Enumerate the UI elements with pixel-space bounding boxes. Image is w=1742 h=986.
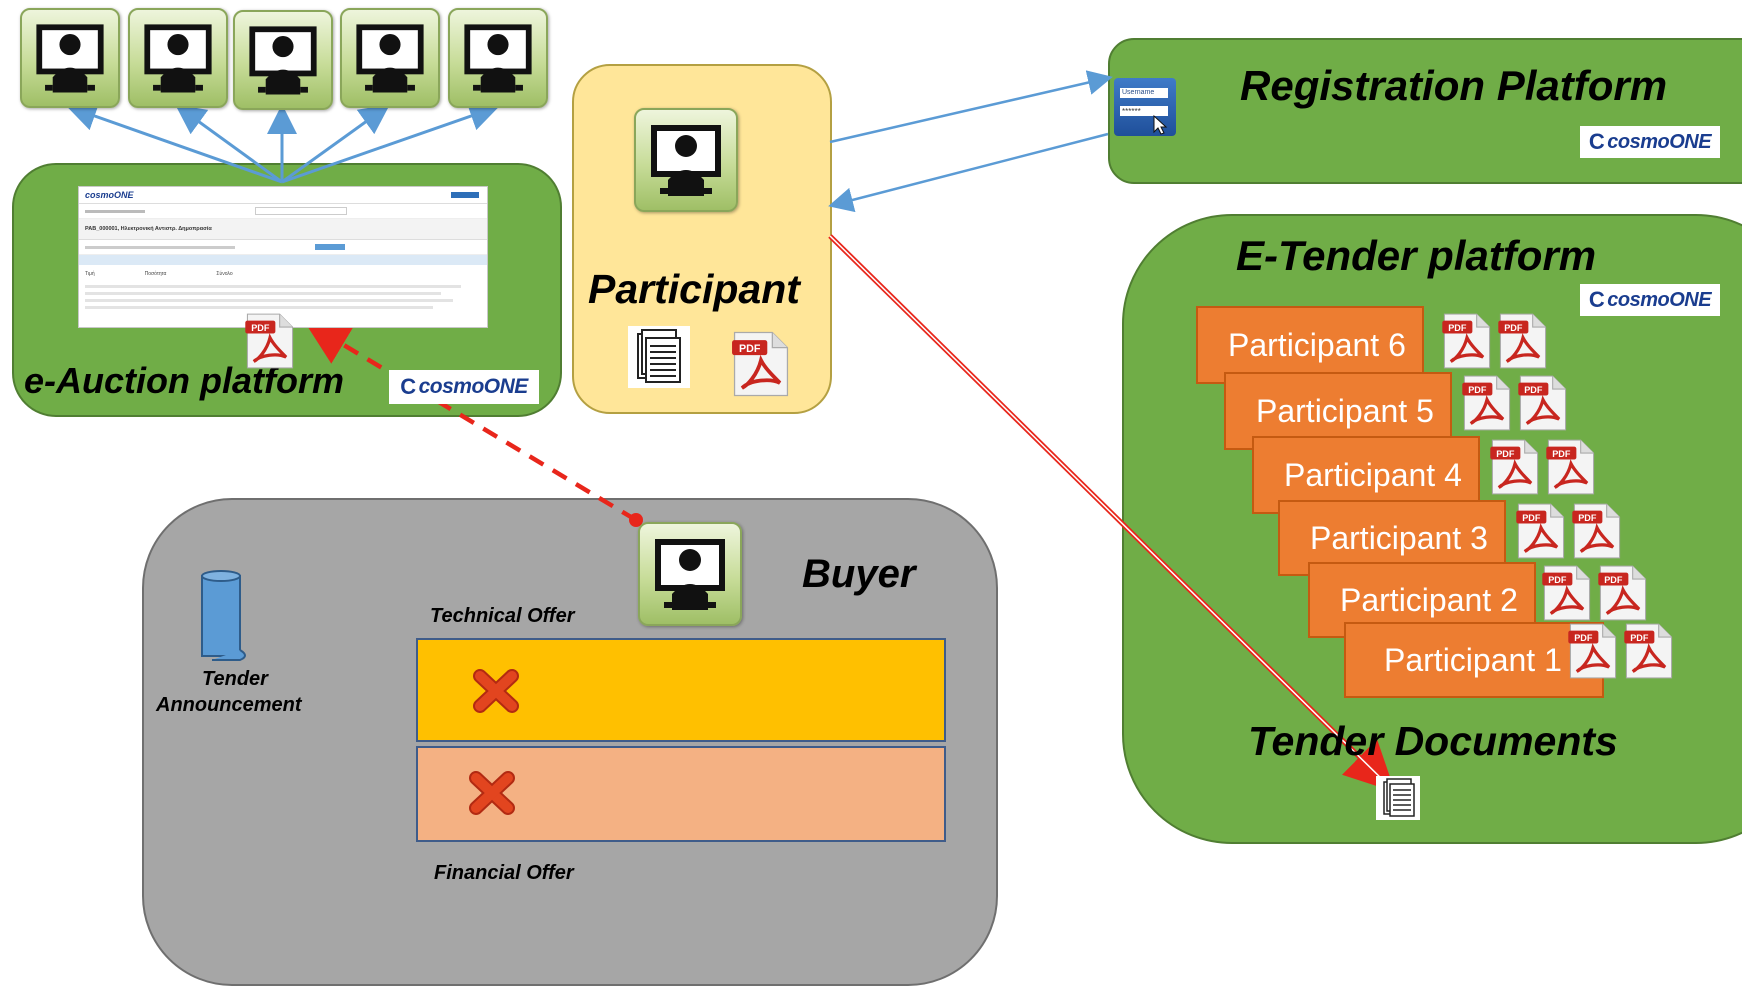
participant-screen-icon [20,8,120,108]
svg-text:PDF: PDF [1574,633,1593,643]
pdf-icon: PDF [1516,374,1570,432]
pdf-icon: PDF [728,330,794,398]
tender-announcement-line2: Announcement [156,694,302,716]
participant-card-label: Participant 6 [1228,326,1406,363]
participant-card-label: Participant 3 [1310,519,1488,556]
financial-offer-bar [416,746,946,842]
pdf-icon: PDF [1440,312,1494,370]
registration-title: Registration Platform [1240,62,1668,109]
fan-arrow-5 [281,101,500,184]
registration-platform-box [1108,38,1742,184]
cosmoone-logo-text: cosmoONE [418,375,529,398]
participant-card-label: Participant 5 [1256,392,1434,429]
scroll-icon [192,570,252,662]
login-user-field: Username [1120,88,1168,98]
svg-text:PDF: PDF [1522,513,1541,523]
rejected-x-icon [466,768,518,818]
participant-screen-icon [128,8,228,108]
document-icon [1376,776,1420,820]
svg-text:PDF: PDF [1630,633,1649,643]
pdf-icon: PDF [1460,374,1514,432]
pdf-icon: PDF [1566,622,1620,680]
svg-text:PDF: PDF [1578,513,1597,523]
tender-documents-title: Tender Documents [1248,718,1618,764]
rejected-x-icon [470,666,522,716]
participant-card: Participant 1 [1344,622,1604,698]
pdf-icon: PDF [1540,564,1594,622]
buyer-title: Buyer [802,552,916,596]
financial-offer-label: Financial Offer [434,862,574,884]
participant-screen-icon [448,8,548,108]
pdf-icon: PDF [1596,564,1650,622]
etender-title: E-Tender platform [1236,232,1597,279]
document-icon [628,326,690,388]
eauction-screenshot-header: PAB_000001, Ηλεκτρονική Αντιστρ. Δημοπρα… [85,226,212,232]
participant-card-label: Participant 1 [1384,641,1562,678]
pdf-icon: PDF [1514,502,1568,560]
tender-announcement-line1: Tender [202,668,268,690]
cosmoone-logo-text: cosmoONE [1607,130,1712,153]
pdf-icon: PDF [1544,438,1598,496]
participant-screen-icon [233,10,333,110]
fan-arrow-4 [281,104,390,184]
svg-text:PDF: PDF [251,323,270,333]
fan-arrow-1 [66,101,283,184]
arrow-to-registration [829,70,1113,144]
cosmoone-logo-text: cosmoONE [1607,288,1712,311]
technical-offer-label: Technical Offer [430,605,575,627]
login-icon: Username ****** [1114,78,1176,136]
participant-card-label: Participant 2 [1340,581,1518,618]
svg-text:PDF: PDF [1496,449,1515,459]
svg-text:PDF: PDF [1504,323,1523,333]
svg-text:PDF: PDF [739,343,761,355]
pdf-icon: PDF [1622,622,1676,680]
participant-title: Participant [588,266,800,312]
svg-text:PDF: PDF [1524,385,1543,395]
eauction-screenshot-brand: cosmoONE [85,190,134,200]
dashed-arrow-to-eauction [304,321,638,522]
pdf-icon: PDF [242,312,298,370]
fan-arrow-2 [175,104,283,184]
pdf-icon: PDF [1488,438,1542,496]
pdf-icon: PDF [1570,502,1624,560]
eauction-screenshot-col: Τιμή [85,271,95,277]
eauction-screenshot: cosmoONE PAB_000001, Ηλεκτρονική Αντιστρ… [78,186,488,328]
arrow-from-registration [828,132,1109,213]
svg-text:PDF: PDF [1552,449,1571,459]
svg-text:PDF: PDF [1548,575,1567,585]
svg-text:PDF: PDF [1604,575,1623,585]
buyer-screen-icon [638,522,742,626]
participant-screen-icon [340,8,440,108]
svg-text:PDF: PDF [1448,323,1467,333]
pdf-icon: PDF [1496,312,1550,370]
participant-screen-icon [634,108,738,212]
login-pass-field: ****** [1120,106,1168,116]
svg-text:PDF: PDF [1468,385,1487,395]
eauction-screenshot-col: Ποσότητα [144,271,167,277]
participant-card-label: Participant 4 [1284,456,1462,493]
eauction-screenshot-col: Σύνολο [216,271,233,277]
